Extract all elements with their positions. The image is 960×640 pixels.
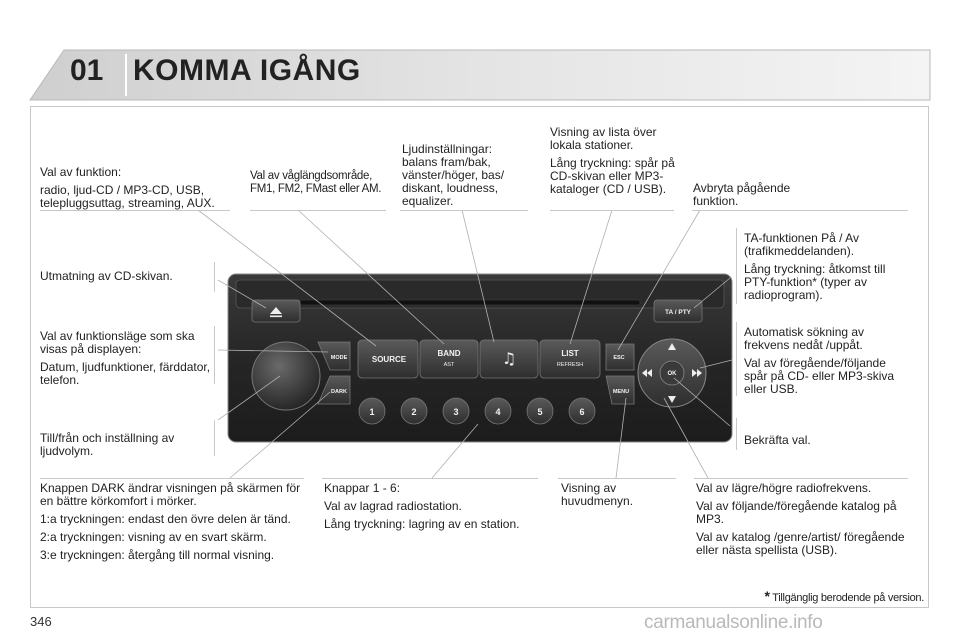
label-lagre-hogre: Val av lägre/högre radiofrekvens. Val av… — [696, 481, 905, 557]
label-avbryta: Avbryta pågående funktion. — [693, 181, 791, 208]
leader-lines — [197, 209, 733, 479]
watermark: carmanualsonline.info — [644, 612, 823, 633]
source-label: SOURCE — [372, 355, 407, 364]
label-vaglangd: Val av våglängdsområde, FM1, FM2, FMast … — [250, 170, 382, 195]
forward-icon — [697, 369, 702, 377]
chapter-number: 01 — [70, 54, 104, 87]
label-bekrafta: Bekräfta val. — [744, 433, 811, 447]
mode-label: MODE — [331, 355, 348, 361]
label-dark: Knappen DARK ändrar visningen på skärmen… — [40, 481, 301, 562]
esc-button — [605, 343, 635, 371]
band-button — [419, 339, 479, 379]
ta-pty-button — [653, 299, 703, 323]
mode-button — [317, 341, 351, 371]
list-button — [539, 339, 601, 379]
preset-6-label: 6 — [579, 407, 584, 417]
rewind-icon — [642, 369, 647, 377]
dark-label: DARK — [331, 389, 347, 395]
music-note-icon: ♫ — [502, 349, 516, 368]
preset-2-label: 2 — [411, 407, 416, 417]
esc-label: ESC — [613, 355, 624, 361]
source-button — [357, 339, 419, 379]
label-funktion: Val av funktion: radio, ljud-CD / MP3-CD… — [40, 165, 215, 210]
sound-button — [479, 339, 539, 379]
footnote: * Tillgänglig berodende på version. — [764, 588, 925, 604]
label-ljudinstallningar: Ljudinställningar: balans fram/bak, väns… — [402, 142, 505, 208]
label-huvudmeny: Visning av huvudmenyn. — [561, 481, 634, 508]
label-lista: Visning av lista över lokala stationer. … — [550, 125, 675, 196]
label-automatisk-sokning: Automatisk sökning av frekvens nedåt /up… — [744, 325, 895, 396]
band-label: BAND — [437, 349, 460, 358]
preset-buttons — [358, 397, 596, 425]
preset-5-label: 5 — [537, 407, 542, 417]
page-number: 346 — [30, 614, 52, 629]
preset-3-label: 3 — [453, 407, 458, 417]
header-band — [0, 46, 960, 104]
list-sub-label: REFRESH — [557, 362, 583, 368]
volume-knob — [251, 341, 321, 411]
footnote-text: Tillgänglig berodende på version. — [772, 592, 924, 604]
cd-slot — [299, 299, 641, 306]
label-utmatning: Utmatning av CD-skivan. — [40, 269, 173, 283]
label-knappar: Knappar 1 - 6: Val av lagrad radiostatio… — [324, 481, 520, 531]
chapter-header: 01 KOMMA IGÅNG — [0, 46, 960, 104]
footnote-star: * — [764, 588, 770, 604]
ok-label: OK — [668, 371, 678, 377]
dark-button — [317, 375, 351, 405]
preset-4-label: 4 — [495, 407, 500, 417]
list-label: LIST — [561, 349, 578, 358]
eject-icon — [270, 307, 282, 314]
label-till-fran: Till/från och inställning av ljudvolym. — [40, 431, 175, 458]
label-mode: Val av funktionsläge som ska visas på di… — [40, 329, 211, 387]
ok-button — [659, 360, 685, 386]
ta-pty-label: TA / PTY — [665, 309, 692, 316]
menu-label: MENU — [613, 389, 629, 395]
label-ta-funktion: TA-funktionen På / Av (trafikmeddelanden… — [744, 231, 886, 302]
preset-1-label: 1 — [369, 407, 374, 417]
arrow-down-icon — [668, 396, 676, 403]
band-sub-label: AST — [444, 362, 455, 368]
arrow-up-icon — [668, 343, 676, 350]
chapter-title: KOMMA IGÅNG — [133, 54, 361, 87]
menu-button — [605, 375, 635, 405]
